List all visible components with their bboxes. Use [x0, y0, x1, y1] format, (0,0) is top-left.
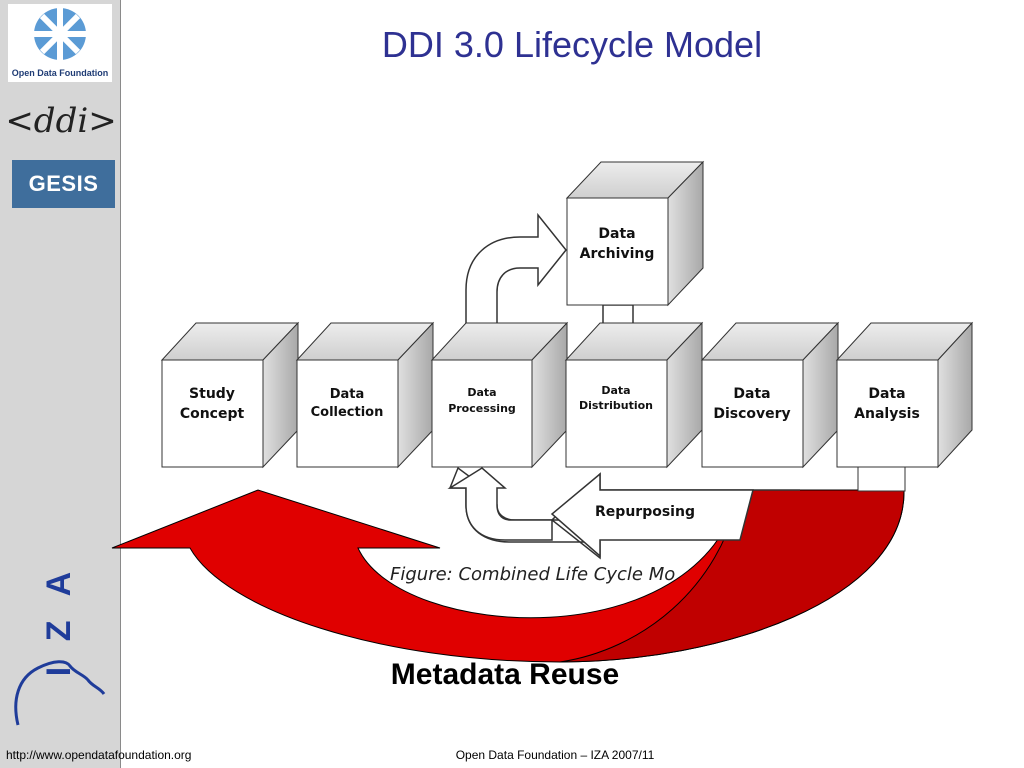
- repurposing-label: Repurposing: [595, 504, 695, 520]
- iza-logo: I Z A: [14, 564, 106, 726]
- lifecycle-box-data-archiving: Data Archiving: [565, 160, 705, 307]
- sidebar: Open Data Foundation <ddi> GESIS I Z A: [0, 0, 121, 768]
- data-processing-line2: Processing: [448, 402, 516, 415]
- ddi-logo-text: <ddi>: [6, 101, 116, 141]
- analysis-arrow-base: [857, 466, 906, 492]
- footer-url: http://www.opendatafoundation.org: [6, 748, 192, 762]
- data-collection-line2: Collection: [311, 405, 384, 420]
- figure-caption: Figure: Combined Life Cycle Mo: [390, 564, 675, 585]
- gesis-logo-text: GESIS: [28, 171, 99, 196]
- data-distribution-line1: Data: [601, 384, 630, 397]
- lifecycle-box-data-processing: Data Processing: [430, 321, 569, 469]
- data-discovery-line2: Discovery: [713, 406, 790, 422]
- open-data-foundation-logo: Open Data Foundation: [8, 4, 112, 82]
- study-concept-line2: Concept: [180, 406, 245, 422]
- iza-logo-text: I Z A: [40, 564, 78, 676]
- lifecycle-box-data-discovery: Data Discovery: [700, 321, 840, 469]
- data-processing-line1: Data: [467, 386, 496, 399]
- data-analysis-line1: Data: [868, 386, 905, 402]
- data-archiving-line1: Data: [598, 226, 635, 242]
- data-distribution-line2: Distribution: [579, 399, 653, 412]
- lifecycle-box-data-analysis: Data Analysis: [835, 321, 974, 469]
- data-analysis-line2: Analysis: [854, 406, 920, 422]
- repurposing-arrow: Repurposing: [447, 466, 800, 560]
- ddi-logo: <ddi>: [6, 101, 116, 141]
- data-discovery-line1: Data: [733, 386, 770, 402]
- lifecycle-box-study-concept: Study Concept: [160, 321, 300, 469]
- metadata-reuse-label: Metadata Reuse: [390, 658, 620, 691]
- lifecycle-box-data-collection: Data Collection: [295, 321, 435, 469]
- gesis-logo: GESIS: [12, 160, 115, 208]
- footer-center-text: Open Data Foundation – IZA 2007/11: [455, 748, 655, 762]
- odf-logo-text: Open Data Foundation: [12, 68, 109, 78]
- slide-title: DDI 3.0 Lifecycle Model: [381, 24, 763, 65]
- study-concept-line1: Study: [189, 386, 235, 402]
- data-archiving-line2: Archiving: [580, 246, 655, 262]
- data-collection-line1: Data: [330, 387, 365, 402]
- lifecycle-box-data-distribution: Data Distribution: [564, 321, 704, 469]
- archiving-arrow: [465, 212, 567, 359]
- metadata-reuse-arrow: [111, 489, 905, 663]
